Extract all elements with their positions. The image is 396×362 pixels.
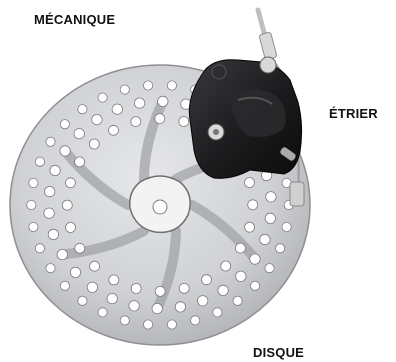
rotor-hole	[87, 282, 97, 292]
rotor-hole	[191, 316, 200, 325]
rotor-hole	[152, 303, 162, 313]
rotor-hole	[29, 178, 38, 187]
rotor-hole	[235, 243, 245, 253]
rotor-hole	[131, 284, 141, 294]
rotor-hole	[266, 192, 276, 202]
rotor-hole	[89, 139, 99, 149]
rotor-hole	[179, 283, 189, 293]
rotor-hole	[155, 114, 165, 124]
rotor-hole	[78, 296, 87, 305]
rotor-hole	[29, 222, 38, 231]
rotor-hole	[155, 286, 165, 296]
rotor-hole	[158, 96, 168, 106]
rotor-hole	[260, 234, 270, 244]
rotor-hole	[98, 308, 107, 317]
rotor-hole	[233, 296, 242, 305]
rotor-hole	[167, 81, 176, 90]
rotor-hole	[120, 85, 129, 94]
rotor-hole	[276, 244, 285, 253]
rotor-hole	[57, 249, 67, 259]
rotor-hole	[202, 275, 212, 285]
rotor-hole	[75, 157, 85, 167]
rotor-hole	[50, 165, 60, 175]
rotor-hole	[70, 267, 80, 277]
rotor-hole	[282, 222, 291, 231]
rotor-hub	[130, 176, 191, 232]
rotor-hole	[27, 200, 36, 209]
rotor-hole	[109, 275, 119, 285]
rotor-hole	[48, 229, 58, 239]
rotor-hole	[175, 302, 185, 312]
rotor-hole	[46, 264, 55, 273]
rotor-hole	[66, 223, 76, 233]
rotor-hole	[213, 308, 222, 317]
rotor-hole	[251, 281, 260, 290]
rotor-hole	[45, 186, 55, 196]
rotor-hole	[109, 125, 119, 135]
rotor-hole	[60, 281, 69, 290]
rotor-hole	[60, 120, 69, 129]
rotor-hole	[75, 243, 85, 253]
rotor-hole	[92, 114, 102, 124]
rotor-hole	[74, 129, 84, 139]
rotor-hole	[62, 200, 72, 210]
rotor-hole	[134, 98, 144, 108]
rotor-hole	[107, 293, 117, 303]
rotor-hole	[236, 271, 246, 281]
rotor-hole	[245, 222, 255, 232]
rotor-hole	[167, 320, 176, 329]
rotor-hole	[90, 261, 100, 271]
rotor-hole	[198, 296, 208, 306]
rotor-hole	[46, 137, 55, 146]
rotor-hole	[248, 200, 258, 210]
rotor-hole	[218, 285, 228, 295]
rotor-hole	[250, 254, 260, 264]
rotor-hole	[44, 208, 54, 218]
rotor-hole	[144, 81, 153, 90]
rotor-hole	[120, 316, 129, 325]
rotor-hole	[60, 146, 70, 156]
rotor-hole	[131, 117, 141, 127]
rotor-hole	[78, 105, 87, 114]
rotor-hole	[221, 261, 231, 271]
rotor-hole	[98, 93, 107, 102]
rotor-hole	[245, 178, 255, 188]
rotor-hole	[112, 104, 122, 114]
rotor-hole	[144, 320, 153, 329]
rotor-hole	[129, 301, 139, 311]
rotor-hole	[35, 244, 44, 253]
rotor-hole	[65, 178, 75, 188]
rotor-hole	[265, 264, 274, 273]
rotor-hole	[265, 213, 275, 223]
rotor-hole	[179, 117, 189, 127]
rotor-hole	[35, 157, 44, 166]
